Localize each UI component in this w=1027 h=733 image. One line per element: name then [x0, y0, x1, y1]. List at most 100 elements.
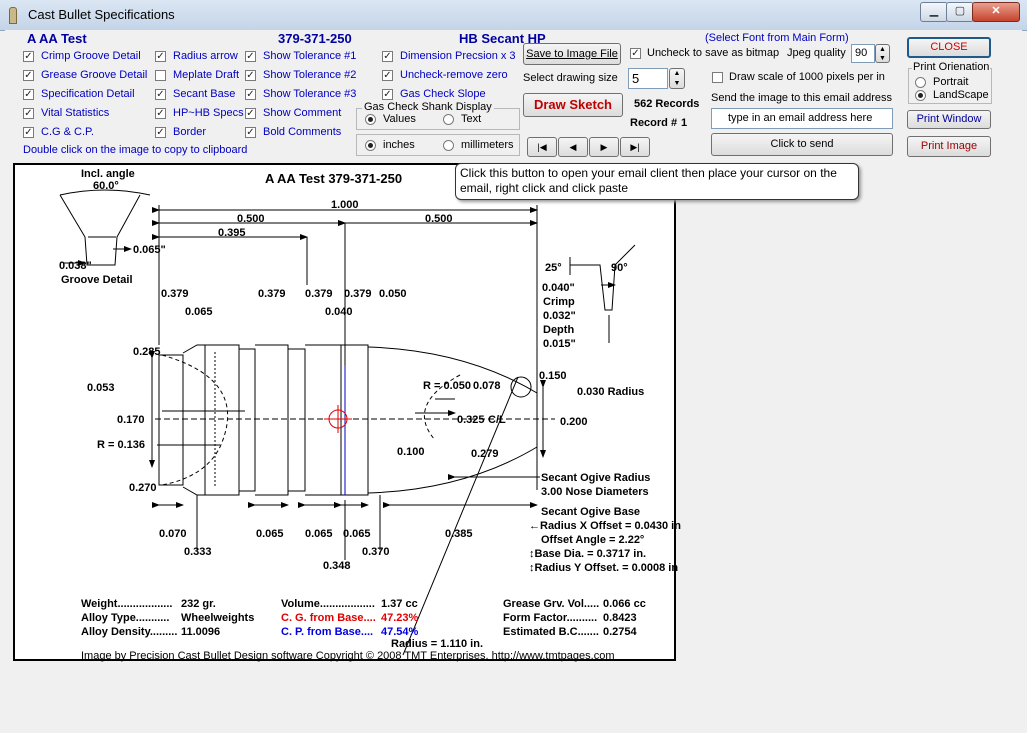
- print-window-button[interactable]: Print Window: [907, 110, 991, 129]
- band-dia-4: 0.379: [344, 288, 372, 300]
- prev-record-button[interactable]: ◀: [558, 137, 588, 157]
- jpeg-quality-value: 90: [855, 47, 868, 59]
- opt4-checkbox-2[interactable]: ✓: [382, 89, 393, 100]
- window-title: Cast Bullet Specifications: [28, 7, 175, 22]
- hp-279: 0.279: [471, 448, 499, 460]
- opt4-checkbox-0[interactable]: ✓: [382, 51, 393, 62]
- hp-325: 0.325: [457, 414, 485, 426]
- jpeg-quality-input[interactable]: 90: [851, 44, 875, 63]
- jpeg-quality-spinner[interactable]: ▲▼: [875, 44, 890, 63]
- gas-check-caption: Gas Check Shank Display: [362, 101, 494, 113]
- opt2-label-1: Meplate Draft: [173, 69, 240, 81]
- drawing-size-spinner[interactable]: ▲▼: [669, 68, 685, 89]
- drawing-size-label: Select drawing size: [523, 72, 618, 84]
- hb-270: 0.270: [129, 482, 157, 494]
- radius-x-offset: ←Radius X Offset = 0.0430 in: [529, 520, 681, 532]
- first-record-button[interactable]: |◀: [527, 137, 557, 157]
- minimize-button[interactable]: ▁: [920, 2, 948, 22]
- groove-width: 0.065": [133, 244, 166, 256]
- units-group: inches millimeters: [356, 134, 520, 156]
- opt3-label-2: Show Tolerance #3: [263, 88, 357, 100]
- bottom-370: 0.370: [362, 546, 390, 558]
- opt1-label-2: Specification Detail: [41, 88, 135, 100]
- opt2-checkbox-1[interactable]: [155, 70, 166, 81]
- font-hint: (Select Font from Main Form): [705, 32, 849, 44]
- print-orientation-group: Print Orienation Portrait LandScape: [908, 61, 992, 104]
- scale-checkbox[interactable]: [712, 72, 723, 83]
- hb-285: 0.285: [133, 346, 161, 358]
- crimp-label: Crimp: [543, 296, 575, 308]
- record-number: 1: [681, 117, 688, 129]
- crimp-width: 0.040": [542, 282, 575, 294]
- draw-sketch-button[interactable]: Draw Sketch: [523, 93, 623, 117]
- groove-detail-label: Groove Detail: [61, 274, 133, 286]
- band-dia-3: 0.379: [305, 288, 333, 300]
- opt1-label-3: Vital Statistics: [41, 107, 110, 119]
- crimp-detail-sketch: [569, 244, 636, 343]
- form-factor-value: 0.8423: [603, 612, 637, 624]
- secant-base-label: Secant Ogive Base: [541, 506, 640, 518]
- drawing-canvas[interactable]: A AA Test 379-371-250 Incl. angle 60.0° …: [13, 163, 681, 662]
- next-record-button[interactable]: ▶: [589, 137, 619, 157]
- inches-radio[interactable]: [365, 140, 376, 151]
- opt3-checkbox-1[interactable]: ✓: [245, 70, 256, 81]
- opt3-checkbox-4[interactable]: ✓: [245, 127, 256, 138]
- opt1-checkbox-2[interactable]: ✓: [23, 89, 34, 100]
- opt4-label-1: Uncheck-remove zero: [400, 69, 508, 81]
- opt4-checkbox-1[interactable]: ✓: [382, 70, 393, 81]
- opt1-checkbox-4[interactable]: ✓: [23, 127, 34, 138]
- save-image-button[interactable]: Save to Image File: [523, 43, 621, 65]
- alloy-label: Alloy Type...........: [81, 612, 169, 624]
- bottom-dimensions: [152, 495, 538, 560]
- bitmap-checkbox[interactable]: ✓: [630, 48, 641, 59]
- text-radio[interactable]: [443, 114, 454, 125]
- send-email-button[interactable]: Click to send: [711, 133, 893, 156]
- portrait-radio[interactable]: [915, 77, 926, 88]
- opt1-checkbox-3[interactable]: ✓: [23, 108, 34, 119]
- cp-label: C. P. from Base....: [281, 626, 373, 638]
- opt1-checkbox-0[interactable]: ✓: [23, 51, 34, 62]
- bullet-app-icon: [9, 7, 17, 24]
- form-factor-label: Form Factor..........: [503, 612, 597, 624]
- weight-value: 232 gr.: [181, 598, 216, 610]
- maximize-button[interactable]: ▢: [946, 2, 974, 22]
- last-record-button[interactable]: ▶|: [620, 137, 650, 157]
- opt2-checkbox-3[interactable]: ✓: [155, 108, 166, 119]
- grease-label: Grease Grv. Vol.....: [503, 598, 599, 610]
- record-count: 562 Records: [634, 98, 700, 110]
- drawing-title: A AA Test 379-371-250: [265, 171, 402, 186]
- opt1-checkbox-1[interactable]: ✓: [23, 70, 34, 81]
- landscape-radio[interactable]: [915, 90, 926, 101]
- bottom-065-1: 0.065: [256, 528, 284, 540]
- top-065: 0.065: [185, 306, 213, 318]
- drawing-size-input[interactable]: 5: [628, 68, 668, 89]
- millimeters-radio[interactable]: [443, 140, 454, 151]
- millimeters-label: millimeters: [461, 139, 514, 151]
- landscape-label: LandScape: [933, 89, 989, 101]
- bottom-333: 0.333: [184, 546, 212, 558]
- bullet-drawing: A AA Test 379-371-250 Incl. angle 60.0° …: [59, 168, 681, 662]
- cg-marker: [324, 405, 352, 433]
- scale-label: Draw scale of 1000 pixels per in: [729, 71, 885, 83]
- opt3-checkbox-2[interactable]: ✓: [245, 89, 256, 100]
- close-button[interactable]: CLOSE: [907, 37, 991, 58]
- bullet-name: A AA Test: [27, 31, 87, 46]
- tooltip-text: Click this button to open your email cli…: [460, 166, 837, 195]
- values-radio[interactable]: [365, 114, 376, 125]
- opt2-label-0: Radius arrow: [173, 50, 238, 62]
- volume-value: 1.37 cc: [381, 598, 418, 610]
- hp-radius: R = 0.050: [423, 380, 471, 392]
- density-label: Alloy Density.........: [81, 626, 177, 638]
- opt3-checkbox-0[interactable]: ✓: [245, 51, 256, 62]
- opt3-label-4: Bold Comments: [263, 126, 342, 138]
- email-label: Send the image to this email address: [711, 92, 892, 104]
- bc-label: Estimated B.C.......: [503, 626, 599, 638]
- email-input[interactable]: type in an email address here: [711, 108, 893, 129]
- opt3-checkbox-3[interactable]: ✓: [245, 108, 256, 119]
- opt2-checkbox-2[interactable]: ✓: [155, 89, 166, 100]
- part-number: 379-371-250: [278, 31, 352, 46]
- opt2-checkbox-0[interactable]: ✓: [155, 51, 166, 62]
- print-image-button[interactable]: Print Image: [907, 136, 991, 157]
- window-close-button[interactable]: ✕: [972, 2, 1020, 22]
- opt2-checkbox-4[interactable]: ✓: [155, 127, 166, 138]
